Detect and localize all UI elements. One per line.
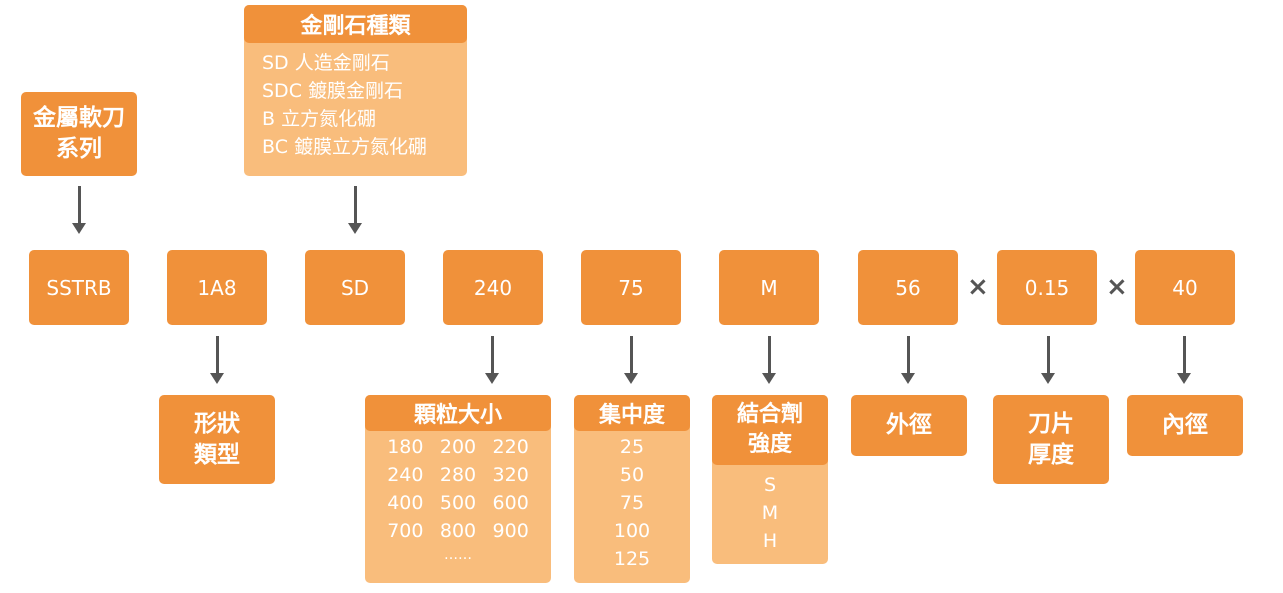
arrow-thickness <box>1041 336 1055 384</box>
inner-diameter-label: 內徑 <box>1162 412 1208 438</box>
diamond-type-item: SD 人造金剛石 <box>262 52 390 74</box>
concentration-value: 25 <box>619 436 645 458</box>
bond-title-line2: 強度 <box>747 432 792 457</box>
times-symbol: × <box>1106 272 1128 302</box>
arrow-series <box>72 186 86 234</box>
code-box-grit: 240 <box>443 250 543 325</box>
concentration-value: 50 <box>619 464 645 486</box>
concentration-title: 集中度 <box>574 395 690 431</box>
code-box-inner-diameter: 40 <box>1135 250 1235 325</box>
grit-title: 顆粒大小 <box>365 395 551 431</box>
concentration-list: 25 50 75 100 125 <box>574 433 690 573</box>
grit-value: 600 <box>492 492 529 514</box>
bond-list: S M H <box>712 471 828 555</box>
diamond-type-panel: 金剛石種類 SD 人造金剛石 SDC 鍍膜金剛石 B 立方氮化硼 BC 鍍膜立方… <box>244 5 467 176</box>
bond-value: S <box>763 474 777 496</box>
series-label-line1: 金屬軟刀 <box>33 105 125 131</box>
code-box-shape: 1A8 <box>167 250 267 325</box>
bond-value: H <box>762 530 778 552</box>
arrow-diamond-type <box>348 186 362 234</box>
thickness-label-line2: 厚度 <box>1028 441 1074 468</box>
shape-label-line2: 類型 <box>194 441 240 468</box>
arrow-concentration <box>624 336 638 384</box>
code-box-thickness: 0.15 <box>997 250 1097 325</box>
arrow-grit <box>485 336 499 384</box>
grit-value: 240 <box>387 464 424 486</box>
diamond-type-item: B 立方氮化硼 <box>262 108 377 130</box>
diamond-type-item: SDC 鍍膜金剛石 <box>262 80 403 102</box>
grit-value: 800 <box>439 520 477 542</box>
grit-value: 180 <box>387 436 424 458</box>
grit-value: 280 <box>439 464 477 486</box>
series-label-box: 金屬軟刀 系列 <box>21 92 137 176</box>
bond-title: 結合劑 強度 <box>712 395 828 465</box>
concentration-value: 100 <box>613 520 651 542</box>
concentration-value: 75 <box>619 492 645 514</box>
grit-panel: 顆粒大小 180 200 220 240 280 320 400 500 600… <box>365 395 551 583</box>
diamond-type-item: BC 鍍膜立方氮化硼 <box>262 136 428 158</box>
grit-value: 200 <box>439 436 477 458</box>
arrow-outer-diameter <box>901 336 915 384</box>
thickness-label-box: 刀片 厚度 <box>993 395 1109 484</box>
diamond-type-list: SD 人造金剛石 SDC 鍍膜金剛石 B 立方氮化硼 BC 鍍膜立方氮化硼 <box>244 49 467 161</box>
times-symbol: × <box>967 272 989 302</box>
shape-label-box: 形狀 類型 <box>159 395 275 484</box>
inner-diameter-label-box: 內徑 <box>1127 395 1243 456</box>
series-label-line2: 系列 <box>56 136 102 162</box>
outer-diameter-label: 外徑 <box>886 412 932 438</box>
grit-value: 900 <box>492 520 529 542</box>
bond-value: M <box>761 502 779 524</box>
code-box-series: SSTRB <box>29 250 129 325</box>
grit-more: …… <box>443 547 472 563</box>
grit-value: 320 <box>492 464 529 486</box>
code-box-concentration: 75 <box>581 250 681 325</box>
diamond-type-title: 金剛石種類 <box>244 5 467 43</box>
arrow-shape <box>210 336 224 384</box>
thickness-label-line1: 刀片 <box>1028 410 1074 437</box>
grit-value: 400 <box>387 492 424 514</box>
arrow-bond <box>762 336 776 384</box>
code-box-diamond: SD <box>305 250 405 325</box>
grit-value: 220 <box>492 436 529 458</box>
shape-label-line1: 形狀 <box>194 410 240 437</box>
bond-title-line1: 結合劑 <box>736 402 803 427</box>
code-box-bond: M <box>719 250 819 325</box>
concentration-panel: 集中度 25 50 75 100 125 <box>574 395 690 583</box>
grit-grid: 180 200 220 240 280 320 400 500 600 700 … <box>365 433 551 573</box>
code-box-outer-diameter: 56 <box>858 250 958 325</box>
grit-value: 500 <box>439 492 477 514</box>
grit-value: 700 <box>387 520 424 542</box>
concentration-value: 125 <box>613 548 651 570</box>
outer-diameter-label-box: 外徑 <box>851 395 967 456</box>
bond-panel: 結合劑 強度 S M H <box>712 395 828 564</box>
arrow-inner-diameter <box>1177 336 1191 384</box>
